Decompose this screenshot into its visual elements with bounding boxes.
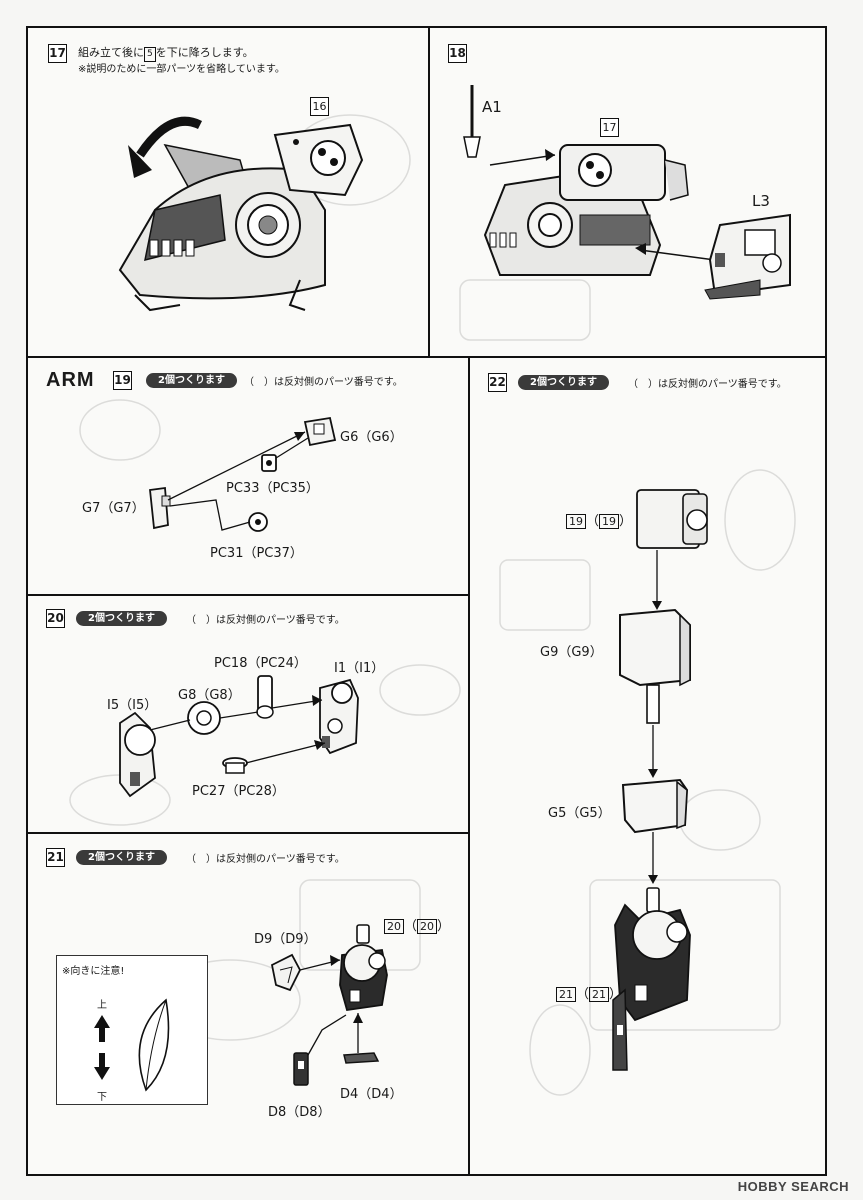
ref-19-label: 19（19） — [566, 510, 632, 529]
caution-up-label: 上 — [97, 1000, 107, 1011]
step21-quantity-badge: 2個つくります — [76, 850, 167, 865]
ref-19-paren-open: （ — [586, 514, 600, 529]
step22-quantity-badge: 2個つくります — [518, 375, 609, 390]
step-number-18: 18 — [448, 44, 467, 63]
step20-drawing — [119, 675, 359, 798]
ref-19-right: 19 — [599, 514, 620, 529]
step21-note: （ ）は反対側のパーツ番号です。 — [186, 854, 345, 865]
step17-text-b: を下に降ろします。 — [155, 46, 254, 59]
divider-top — [26, 356, 827, 358]
step19-note: （ ）は反対側のパーツ番号です。 — [244, 377, 403, 388]
step18-drawing — [463, 85, 791, 300]
hobby-search-watermark: HOBBY SEARCH — [737, 1179, 849, 1194]
ref-21-left: 21 — [556, 987, 576, 1002]
divider-arm-vertical — [468, 356, 470, 1176]
caution-drawing — [94, 998, 170, 1092]
divider-20-21 — [26, 832, 469, 834]
ref-21-right: 21 — [589, 987, 610, 1002]
step17-note: ※説明のために一部パーツを省略しています。 — [78, 64, 285, 75]
part-label-pc18: PC18（PC24） — [214, 656, 307, 671]
step-number-17: 17 — [48, 44, 67, 63]
part-label-g6: G6（G6） — [340, 430, 403, 445]
step21-drawing — [270, 924, 388, 1086]
part-label-i5: I5（I5） — [107, 698, 158, 713]
step22-drawing — [612, 489, 708, 1071]
caution-box — [56, 955, 208, 1105]
caution-title: ※向きに注意! — [62, 966, 125, 977]
step22-note: （ ）は反対側のパーツ番号です。 — [628, 379, 787, 390]
part-label-g8: G8（G8） — [178, 688, 241, 703]
ref-20-paren-close: ） — [437, 919, 451, 934]
part-label-pc31: PC31（PC37） — [210, 546, 303, 561]
part-label-i1: I1（I1） — [334, 661, 385, 676]
part-label-pc27: PC27（PC28） — [192, 784, 285, 799]
step20-note: （ ）は反対側のパーツ番号です。 — [186, 615, 345, 626]
arrow-down-icon — [94, 1053, 110, 1080]
ref-20-left: 20 — [384, 919, 404, 934]
part-label-g5: G5（G5） — [548, 806, 611, 821]
step17-text-a: 組み立て後に — [78, 46, 144, 59]
ref-20-label: 20（20） — [384, 915, 450, 934]
ref-19-paren-close: ） — [619, 514, 633, 529]
step-number-21: 21 — [46, 848, 65, 867]
part-label-pc33: PC33（PC35） — [226, 481, 319, 496]
step-number-19: 19 — [113, 371, 132, 390]
part-ref-17: 17 — [600, 118, 619, 137]
arrow-up-icon — [94, 1015, 110, 1042]
part-ref-16: 16 — [310, 97, 329, 116]
step-number-22: 22 — [488, 373, 507, 392]
step17-ref-box: 5 — [144, 47, 156, 62]
ref-21-paren-open: （ — [576, 987, 590, 1002]
ref-20-right: 20 — [417, 919, 438, 934]
step17-drawing — [118, 116, 364, 312]
part-label-a1: A1 — [482, 98, 502, 116]
part-label-g7: G7（G7） — [82, 501, 145, 516]
step19-quantity-badge: 2個つくります — [146, 373, 237, 388]
part-label-d8: D8（D8） — [268, 1105, 331, 1120]
ref-19-left: 19 — [566, 514, 586, 529]
part-label-l3: L3 — [752, 192, 770, 210]
divider-top-vertical — [428, 26, 430, 357]
step20-quantity-badge: 2個つくります — [76, 611, 167, 626]
arm-section-title: ARM — [46, 369, 95, 391]
divider-19-20 — [26, 594, 469, 596]
part-label-d9: D9（D9） — [254, 932, 317, 947]
step-number-20: 20 — [46, 609, 65, 628]
caution-down-label: 下 — [97, 1092, 107, 1103]
ref-20-paren-open: （ — [404, 919, 418, 934]
step19-drawing — [149, 416, 337, 532]
part-label-g9: G9（G9） — [540, 645, 603, 660]
part-label-d4: D4（D4） — [340, 1087, 403, 1102]
